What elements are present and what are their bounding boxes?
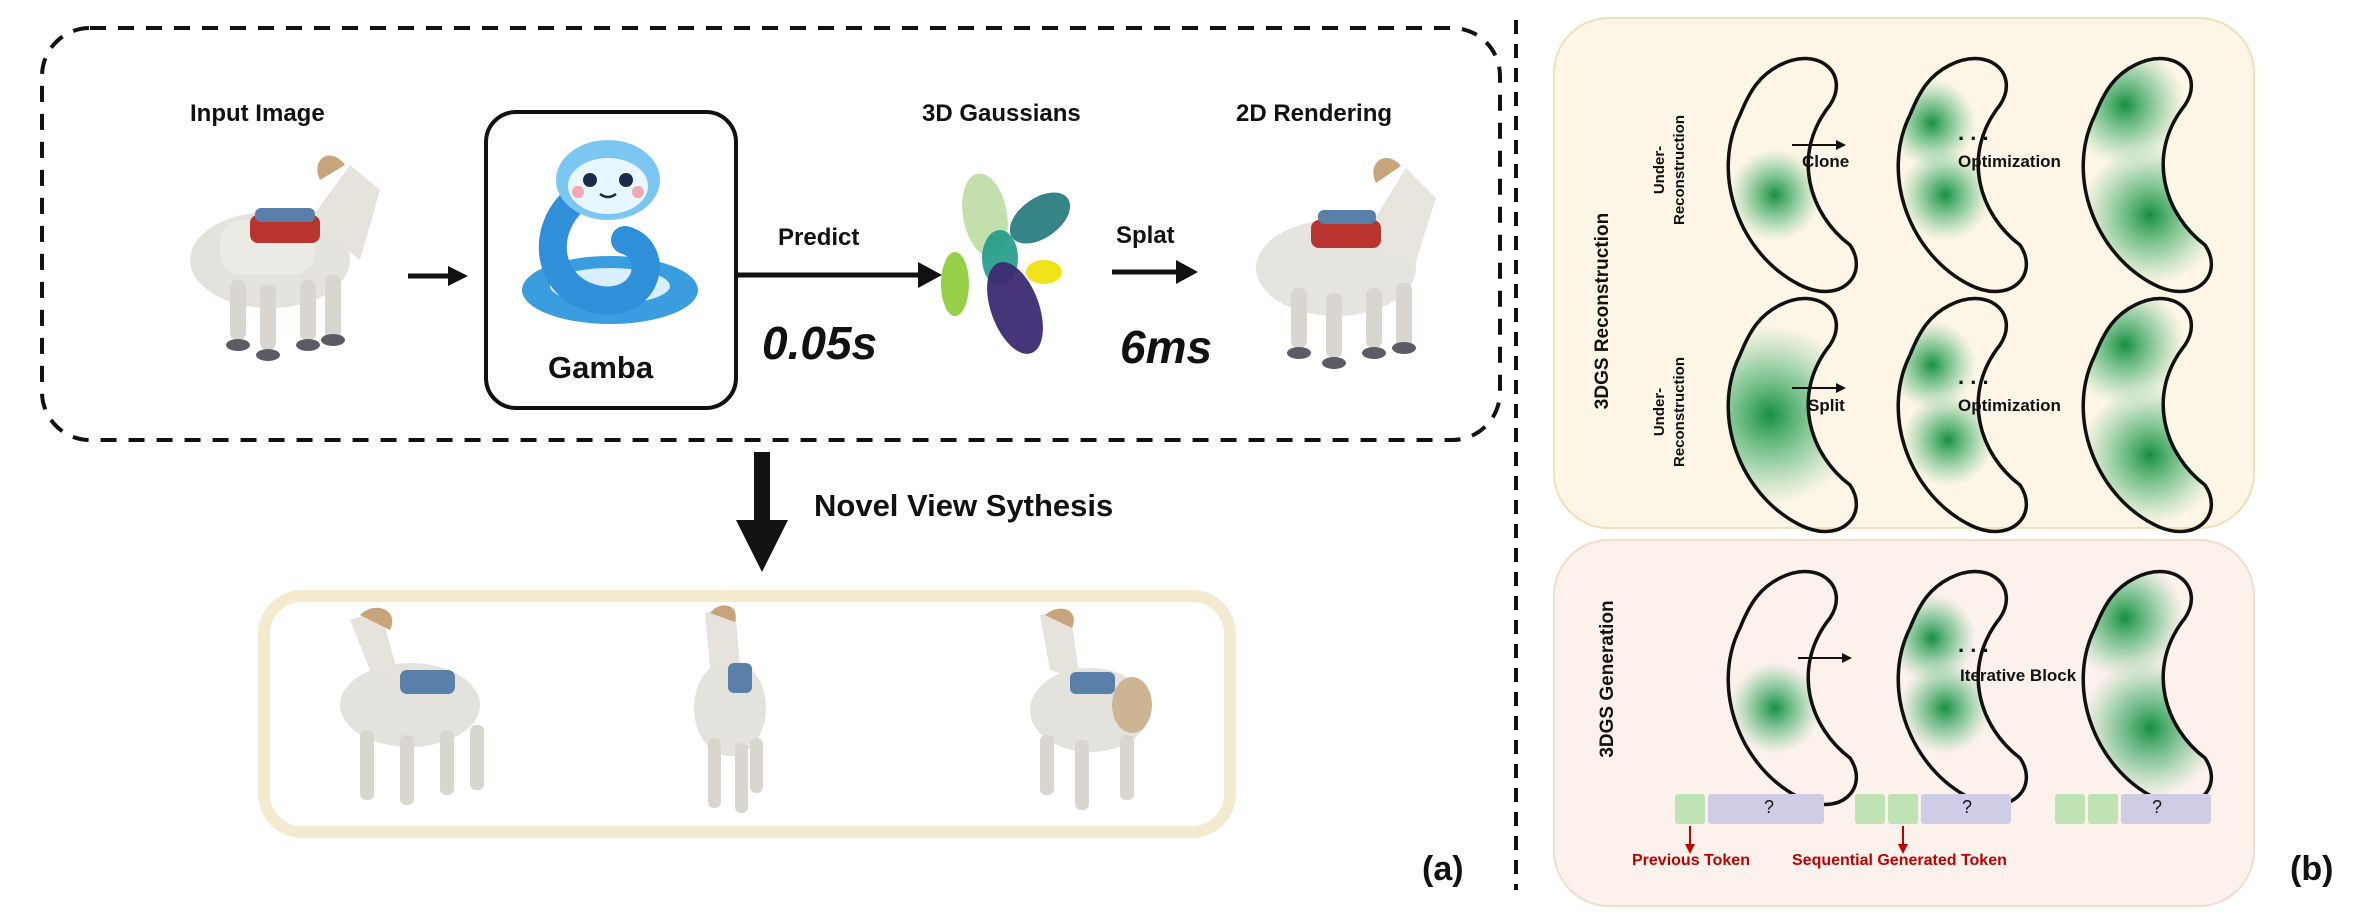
row1-optimization-label: Optimization — [1958, 152, 2061, 171]
iterative-block-label: Iterative Block — [1960, 666, 2077, 685]
token-group-1 — [1675, 794, 1824, 824]
clone-label: Clone — [1802, 152, 1850, 171]
nvs-down-arrow — [736, 452, 788, 572]
predict-arrow — [738, 262, 942, 288]
nvs-horse-view-3 — [1030, 608, 1152, 810]
input-horse-image — [190, 155, 380, 361]
token-2-question: ? — [1962, 797, 1973, 817]
token-3-question: ? — [2152, 797, 2163, 817]
row2-optimization-label: Optimization — [1958, 396, 2061, 415]
arrow-input-to-model — [408, 266, 468, 286]
recon-row1-side-label: Under- Reconstruction — [1651, 115, 1688, 226]
sequential-token-label: Sequential Generated Token — [1792, 852, 2007, 869]
panel-a-graphics — [40, 20, 1518, 890]
prev-token-arrow — [1685, 826, 1695, 854]
nvs-label: Novel View Sythesis — [814, 488, 1114, 523]
gaussians-label: 3D Gaussians — [922, 100, 1081, 127]
panel-a-tag: (a) — [1422, 850, 1464, 888]
token-group-3 — [2055, 794, 2211, 824]
row1-dots: . . . — [1958, 120, 1989, 145]
gen-shape-1 — [1726, 569, 1859, 807]
panel-b-tag: (b) — [2290, 850, 2334, 888]
recon-row1-shape-1 — [1726, 56, 1859, 294]
splat-time: 6ms — [1120, 321, 1213, 373]
gamba-label: Gamba — [548, 350, 654, 385]
gamba-snake-icon — [522, 140, 698, 324]
rendering-label: 2D Rendering — [1236, 100, 1393, 127]
panel-b-graphics — [1553, 17, 2255, 907]
rendered-horse-image — [1256, 157, 1436, 369]
recon-row2-shape-1 — [1726, 296, 1859, 534]
gen-title: 3DGS Generation — [1597, 600, 1618, 758]
previous-token-label: Previous Token — [1632, 852, 1750, 869]
predict-time: 0.05s — [762, 317, 878, 369]
split-label: Split — [1808, 396, 1845, 415]
input-image-label: Input Image — [190, 100, 325, 127]
nvs-horse-view-2 — [694, 605, 766, 813]
recon-title: 3DGS Reconstruction — [1592, 212, 1613, 410]
splat-label: Splat — [1116, 222, 1175, 249]
row2-dots: . . . — [1958, 364, 1989, 389]
seq-token-arrow — [1898, 826, 1908, 854]
recon-row1-arrow — [1792, 140, 1846, 150]
gen-dots: . . . — [1958, 632, 1989, 657]
pipeline-frame — [40, 26, 1502, 442]
splat-arrow — [1112, 260, 1198, 284]
predict-label: Predict — [778, 224, 860, 251]
gaussians-blobs — [941, 173, 1071, 354]
recon-row2-side-label: Under- Reconstruction — [1651, 357, 1688, 468]
recon-row2-arrow — [1792, 383, 1846, 393]
token-1-question: ? — [1764, 797, 1775, 817]
gen-arrow — [1798, 653, 1852, 663]
token-group-2 — [1855, 794, 2011, 824]
nvs-horse-view-1 — [340, 607, 484, 805]
